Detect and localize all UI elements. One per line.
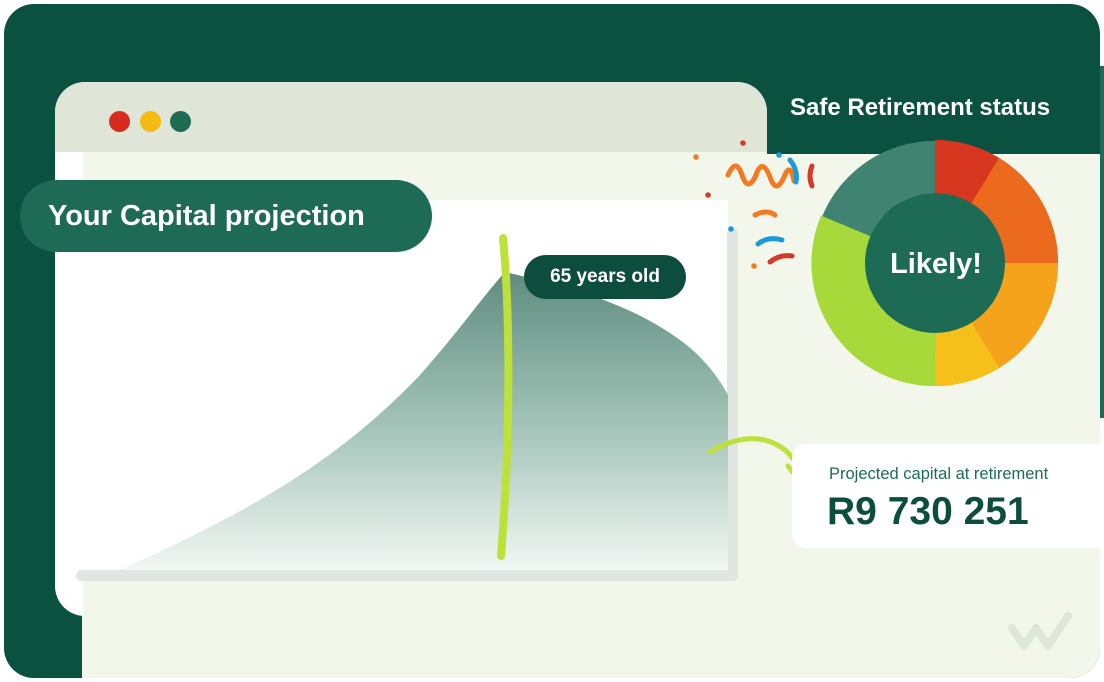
projected-capital-value: R9 730 251 <box>827 490 1029 533</box>
right-axis-bar <box>727 228 738 580</box>
retirement-age-tag: 65 years old <box>524 255 686 299</box>
status-value-text: Likely! <box>890 247 982 280</box>
maximize-window-dot[interactable] <box>170 111 191 132</box>
brand-logo-icon <box>1008 612 1072 650</box>
browser-title-bar <box>55 82 767 152</box>
status-value: Likely! <box>868 240 1004 288</box>
gauge-arc-yellow <box>934 321 1000 387</box>
retirement-age-label: 65 years old <box>550 266 660 287</box>
gauge-arc-green <box>811 215 936 387</box>
capital-area-series <box>120 272 728 570</box>
minimize-window-dot[interactable] <box>140 111 161 132</box>
projected-capital-label: Projected capital at retirement <box>829 465 1049 483</box>
confetti-icon <box>693 140 815 269</box>
close-window-dot[interactable] <box>109 111 130 132</box>
capital-projection-title-text: Your Capital projection <box>48 199 365 232</box>
projected-capital-card <box>792 444 1104 548</box>
retirement-age-marker-line <box>497 234 513 560</box>
capital-projection-title: Your Capital projection <box>20 180 432 252</box>
safe-retirement-status-title: Safe Retirement status <box>790 94 1051 121</box>
gauge-arc-orange <box>970 157 1058 264</box>
x-axis-bar <box>76 570 738 581</box>
gauge-center <box>865 193 1005 333</box>
status-title-row: Safe Retirement status <box>0 94 1104 130</box>
